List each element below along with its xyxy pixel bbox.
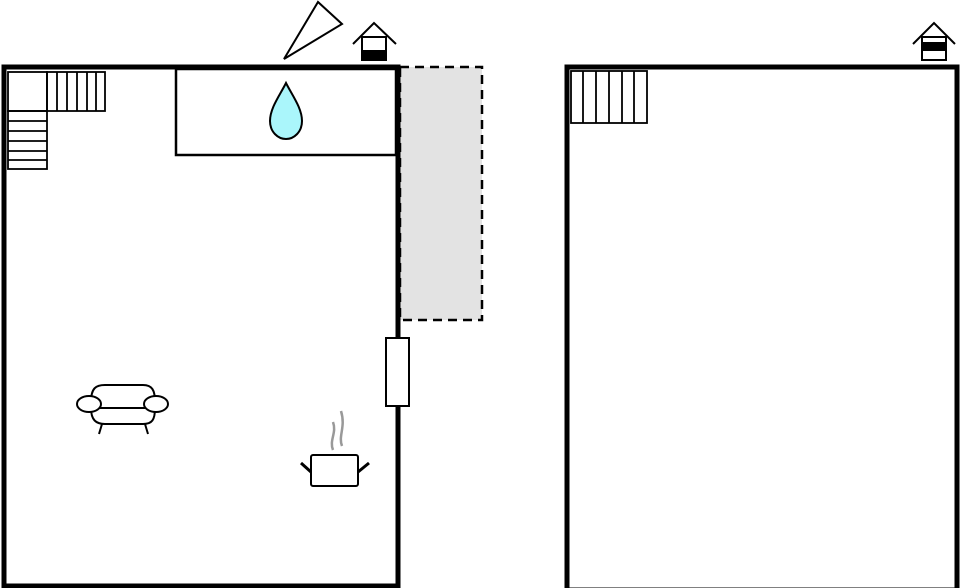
cooking-pot-icon bbox=[299, 410, 370, 487]
upper-floor bbox=[564, 21, 960, 588]
house-entrance-icon bbox=[352, 21, 397, 61]
stairs-icon bbox=[7, 71, 106, 170]
stairs-icon bbox=[570, 70, 648, 124]
compass-pointer-icon bbox=[283, 0, 344, 60]
upper-floor-walls bbox=[564, 64, 960, 588]
window bbox=[385, 337, 410, 407]
sofa-icon bbox=[76, 384, 169, 435]
ground-floor-walls bbox=[1, 64, 401, 588]
water-drop-icon bbox=[268, 80, 304, 141]
house-entrance-icon bbox=[912, 21, 956, 61]
ground-floor bbox=[1, 0, 484, 588]
terrace bbox=[398, 65, 484, 322]
